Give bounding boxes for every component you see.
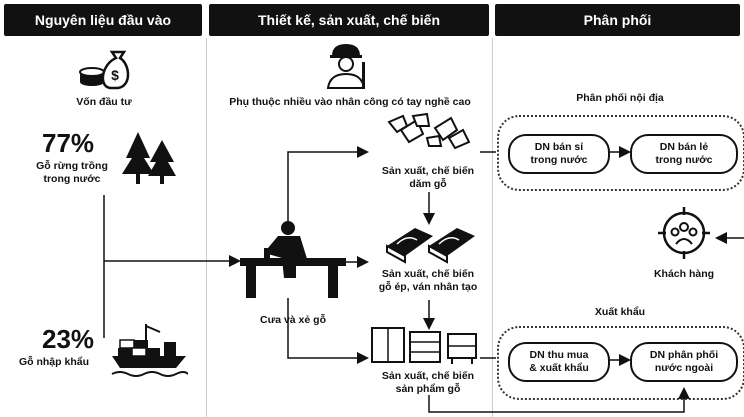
chips-label-2: dăm gỗ xyxy=(409,178,447,190)
column-divider-1 xyxy=(206,38,207,417)
header-input: Nguyên liệu đầu vào xyxy=(4,4,202,36)
foreign-dist-line-2: nước ngoài xyxy=(654,362,714,374)
export-buyer-line-1: DN thu mua xyxy=(529,349,589,361)
chips-label-1: Sản xuất, chế biến xyxy=(381,165,475,177)
money-bag-icon: $ xyxy=(78,42,130,90)
svg-text:$: $ xyxy=(111,67,119,83)
forest-icon xyxy=(118,128,180,188)
export-buyer-line-2: & xuất khẩu xyxy=(529,362,589,374)
customer-target-icon xyxy=(657,206,711,260)
cargo-ship-icon xyxy=(110,322,189,378)
retail-line-2: trong nước xyxy=(655,154,713,166)
domestic-wood-label-1: Gỗ rừng trồng xyxy=(36,160,108,172)
export-buyer-node: DN thu mua& xuất khẩu xyxy=(508,342,610,382)
customer-label: Khách hàng xyxy=(653,268,715,280)
export-title: Xuất khẩu xyxy=(594,306,646,318)
domestic-percent: 77% xyxy=(42,128,95,158)
header-distribution: Phân phối xyxy=(495,4,740,36)
wholesale-line-2: trong nước xyxy=(530,154,588,166)
wood-chips-icon xyxy=(383,112,473,150)
furniture-icon xyxy=(370,326,480,366)
wholesale-line-1: DN bán sỉ xyxy=(534,141,584,153)
import-wood-label: Gỗ nhập khẩu xyxy=(18,356,89,368)
wood-panel-icon xyxy=(383,224,479,264)
import-percent: 23% xyxy=(42,324,95,354)
sawing-label: Cưa và xẻ gỗ xyxy=(260,314,326,326)
header-production: Thiết kế, sản xuất, chế biến xyxy=(209,4,489,36)
panel-label-1: Sản xuất, chế biến xyxy=(381,268,475,280)
retail-line-1: DN bán lẻ xyxy=(659,141,709,153)
worker-icon xyxy=(322,42,370,90)
column-divider-2 xyxy=(492,38,493,417)
sawing-worker-icon xyxy=(238,218,348,300)
domestic-wood-label-2: trong nước xyxy=(43,173,101,185)
labor-note: Phụ thuộc nhiều vào nhân công có tay ngh… xyxy=(229,96,471,108)
panel-label-2: gỗ ép, ván nhân tạo xyxy=(378,281,478,293)
capital-label: Vốn đầu tư xyxy=(76,96,132,108)
foreign-dist-line-1: DN phân phối xyxy=(649,349,719,361)
products-label-1: Sản xuất, chế biến xyxy=(381,370,475,382)
products-label-2: sản phẩm gỗ xyxy=(395,383,461,395)
domestic-distribution-title: Phân phối nội địa xyxy=(576,92,664,104)
